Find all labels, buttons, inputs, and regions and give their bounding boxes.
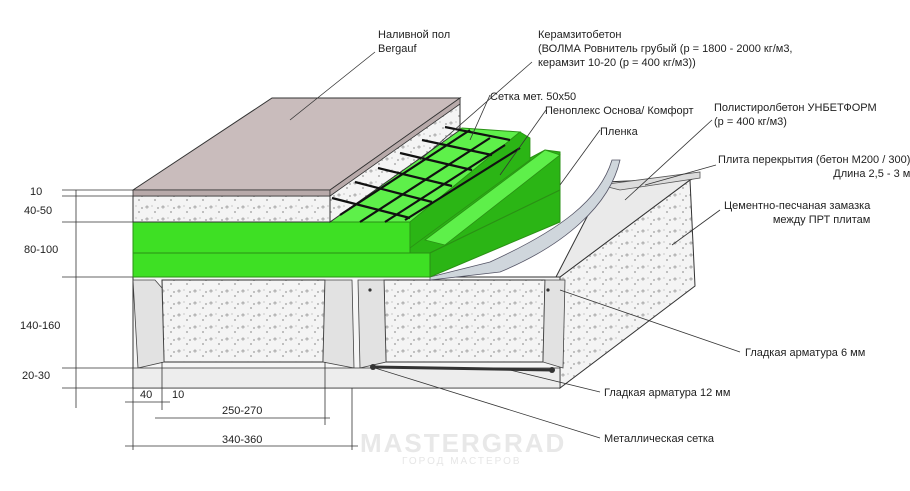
film-layer bbox=[429, 159, 621, 281]
label-penoplex: Пеноплекс Основа/ Комфорт bbox=[545, 105, 694, 117]
dim-10: 10 bbox=[30, 186, 43, 198]
dimension-lines bbox=[62, 189, 358, 450]
dim-10b: 10 bbox=[172, 389, 185, 401]
polystyrene-concrete-layer bbox=[132, 252, 431, 278]
label-line: Полистиролбетон УНБЕТФОРМ bbox=[714, 102, 877, 114]
dim-340-360: 340-360 bbox=[222, 434, 263, 446]
label-line: (р = 400 кг/м3) bbox=[714, 116, 787, 128]
self-leveling-floor bbox=[131, 97, 462, 197]
label-line: Наливной пол bbox=[378, 29, 451, 41]
label-sand-cement-seal: Цементно-песчаная замазка между ПРТ плит… bbox=[724, 199, 870, 227]
label-expanded-clay-concrete: Керамзитобетон (ВОЛМА Ровнитель грубый (… bbox=[538, 28, 793, 70]
label-line: Цементно-песчаная замазка bbox=[724, 200, 871, 212]
hollow-core-slab bbox=[132, 171, 701, 390]
label-rebar-6: Гладкая арматура 6 мм bbox=[745, 347, 866, 359]
label-line: керамзит 10-20 (р = 400 кг/м3)) bbox=[538, 57, 696, 69]
watermark-tagline: ГОРОД МАСТЕРОВ bbox=[402, 456, 522, 467]
label-slab: Плита перекрытия (бетон М200 / 300) Длин… bbox=[718, 153, 910, 181]
label-self-level-floor: Наливной пол Bergauf bbox=[378, 28, 450, 56]
label-line: Керамзитобетон bbox=[538, 29, 622, 41]
expanded-clay-screed bbox=[132, 96, 461, 223]
leader-lines bbox=[289, 51, 741, 439]
label-line: Плита перекрытия (бетон М200 / 300) bbox=[718, 154, 910, 166]
watermark-brand: MASTERGRAD bbox=[360, 428, 567, 458]
label-film: Пленка bbox=[600, 126, 638, 138]
label-metal-mesh-50: Сетка мет. 50x50 bbox=[490, 91, 577, 103]
label-polystyrene-concrete: Полистиролбетон УНБЕТФОРМ (р = 400 кг/м3… bbox=[714, 101, 877, 129]
penoplex-layer bbox=[132, 127, 561, 278]
label-line: между ПРТ плитам bbox=[772, 214, 871, 226]
label-line: Bergauf bbox=[378, 43, 417, 55]
mesh-grid bbox=[331, 125, 521, 223]
dim-250-270: 250-270 bbox=[222, 405, 263, 417]
dim-40-50: 40-50 bbox=[24, 205, 53, 217]
dim-20-30: 20-30 bbox=[22, 370, 51, 382]
dim-40: 40 bbox=[140, 389, 153, 401]
label-line: Длина 2,5 - 3 м bbox=[833, 168, 910, 180]
label-rebar-12: Гладкая арматура 12 мм bbox=[604, 387, 731, 399]
dim-140-160: 140-160 bbox=[20, 320, 61, 332]
dim-80-100: 80-100 bbox=[24, 244, 59, 256]
label-line: (ВОЛМА Ровнитель грубый (р = 1800 - 2000… bbox=[538, 43, 793, 55]
label-metal-mesh: Металлическая сетка bbox=[604, 433, 715, 445]
